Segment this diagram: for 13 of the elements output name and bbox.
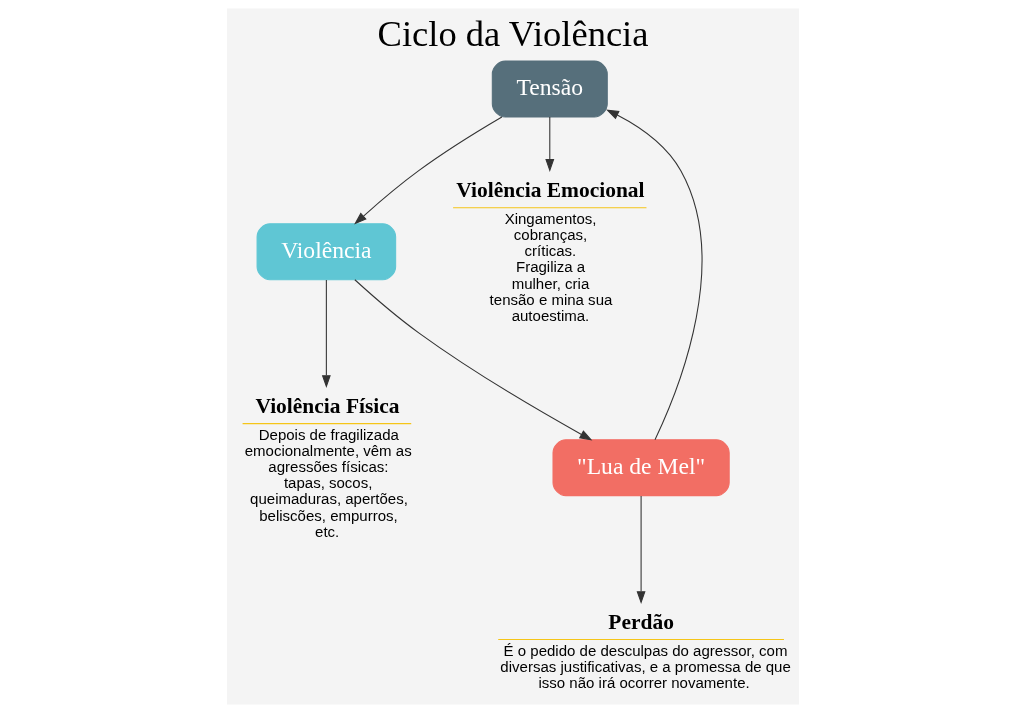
arrow xyxy=(353,279,592,441)
arrow xyxy=(321,279,331,389)
diagram-title: Ciclo da Violência xyxy=(377,13,648,55)
node-text: Violência Física Depois de fragilizada emocionalmente, vêm as agressões físicas: tapas, socos, queimaduras, apertões, beliscões, empurros, etc. xyxy=(244,393,412,540)
node-box: Tensão xyxy=(491,60,608,118)
node-text: Perdão É o pedido de desculpas do agressor, com diversas justificativas, e a promessa de que isso não irá ocorrer novamente. xyxy=(499,609,791,692)
arrow xyxy=(605,109,702,441)
node-text: Violência Emocional Xingamentos, cobranças, críticas. Fragiliza a mulher, cria tensão e mina sua autoestima. xyxy=(455,177,645,324)
arrow xyxy=(353,116,502,225)
node-box: "Lua de Mel" xyxy=(551,439,730,497)
arrow xyxy=(544,116,554,172)
arrow xyxy=(636,495,646,605)
node-box: Violência xyxy=(256,223,396,281)
